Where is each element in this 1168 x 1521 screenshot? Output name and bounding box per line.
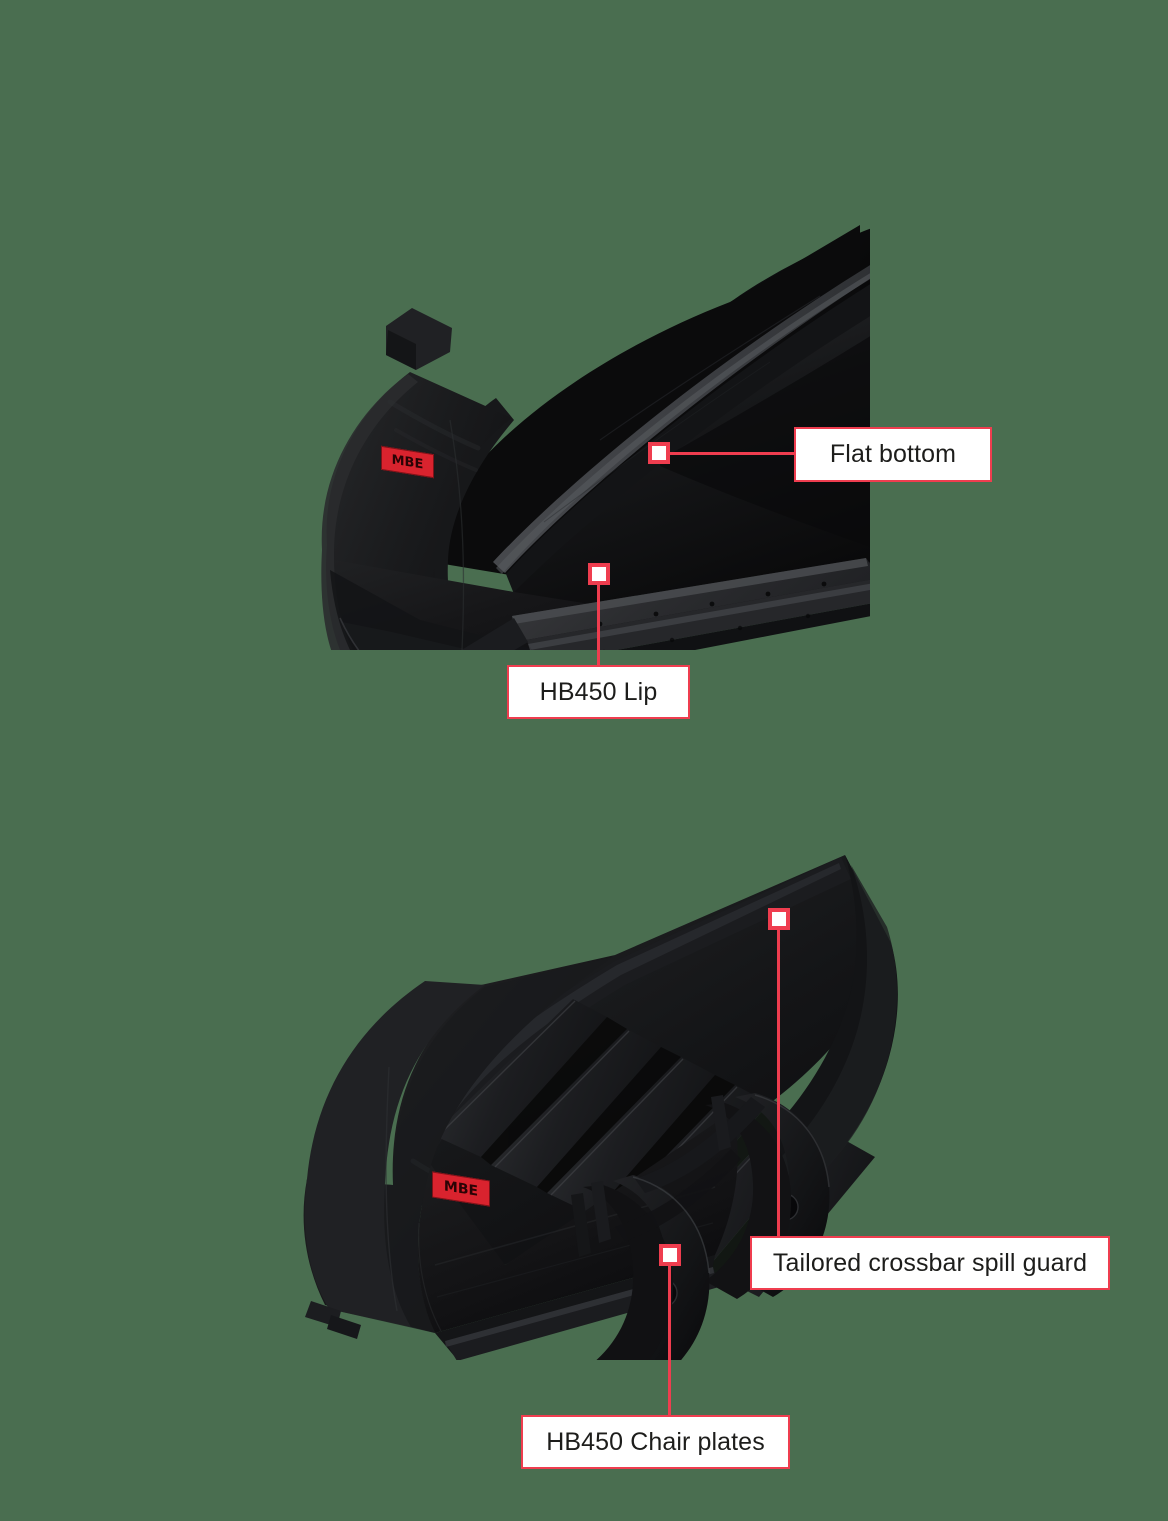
callout-text: Flat bottom — [829, 440, 957, 468]
callout-label-hb450-lip[interactable]: HB450 Lip — [507, 665, 690, 719]
callout-text: HB450 Lip — [539, 677, 658, 706]
leader-line-crossbar-spill-guard — [777, 930, 780, 1238]
callout-marker-flat-bottom[interactable] — [648, 442, 670, 464]
callout-label-flat-bottom[interactable]: Flat bottom — [794, 427, 992, 482]
callout-text: HB450 Chair plates — [546, 1427, 765, 1456]
callout-marker-crossbar-spill-guard[interactable] — [768, 908, 790, 930]
bucket-front-illustration — [321, 225, 870, 650]
callout-marker-hb450-lip[interactable] — [588, 563, 610, 585]
leader-line-hb450-chair-plates — [668, 1266, 671, 1416]
callout-label-hb450-chair-plates[interactable]: HB450 Chair plates — [521, 1415, 790, 1469]
loader-bucket-rear-view — [285, 835, 905, 1360]
callout-label-crossbar-spill-guard[interactable]: Tailored crossbar spill guard — [750, 1236, 1110, 1290]
brand-plate-text: MBE — [391, 451, 424, 473]
callout-marker-hb450-chair-plates[interactable] — [659, 1244, 681, 1266]
loader-bucket-front-view — [300, 130, 870, 650]
leader-line-hb450-lip — [597, 585, 600, 667]
brand-plate-text: MBE — [443, 1178, 479, 1200]
callout-text: Tailored crossbar spill guard — [772, 1248, 1088, 1277]
bucket-rear-illustration — [303, 855, 898, 1360]
leader-line-flat-bottom — [668, 452, 798, 455]
